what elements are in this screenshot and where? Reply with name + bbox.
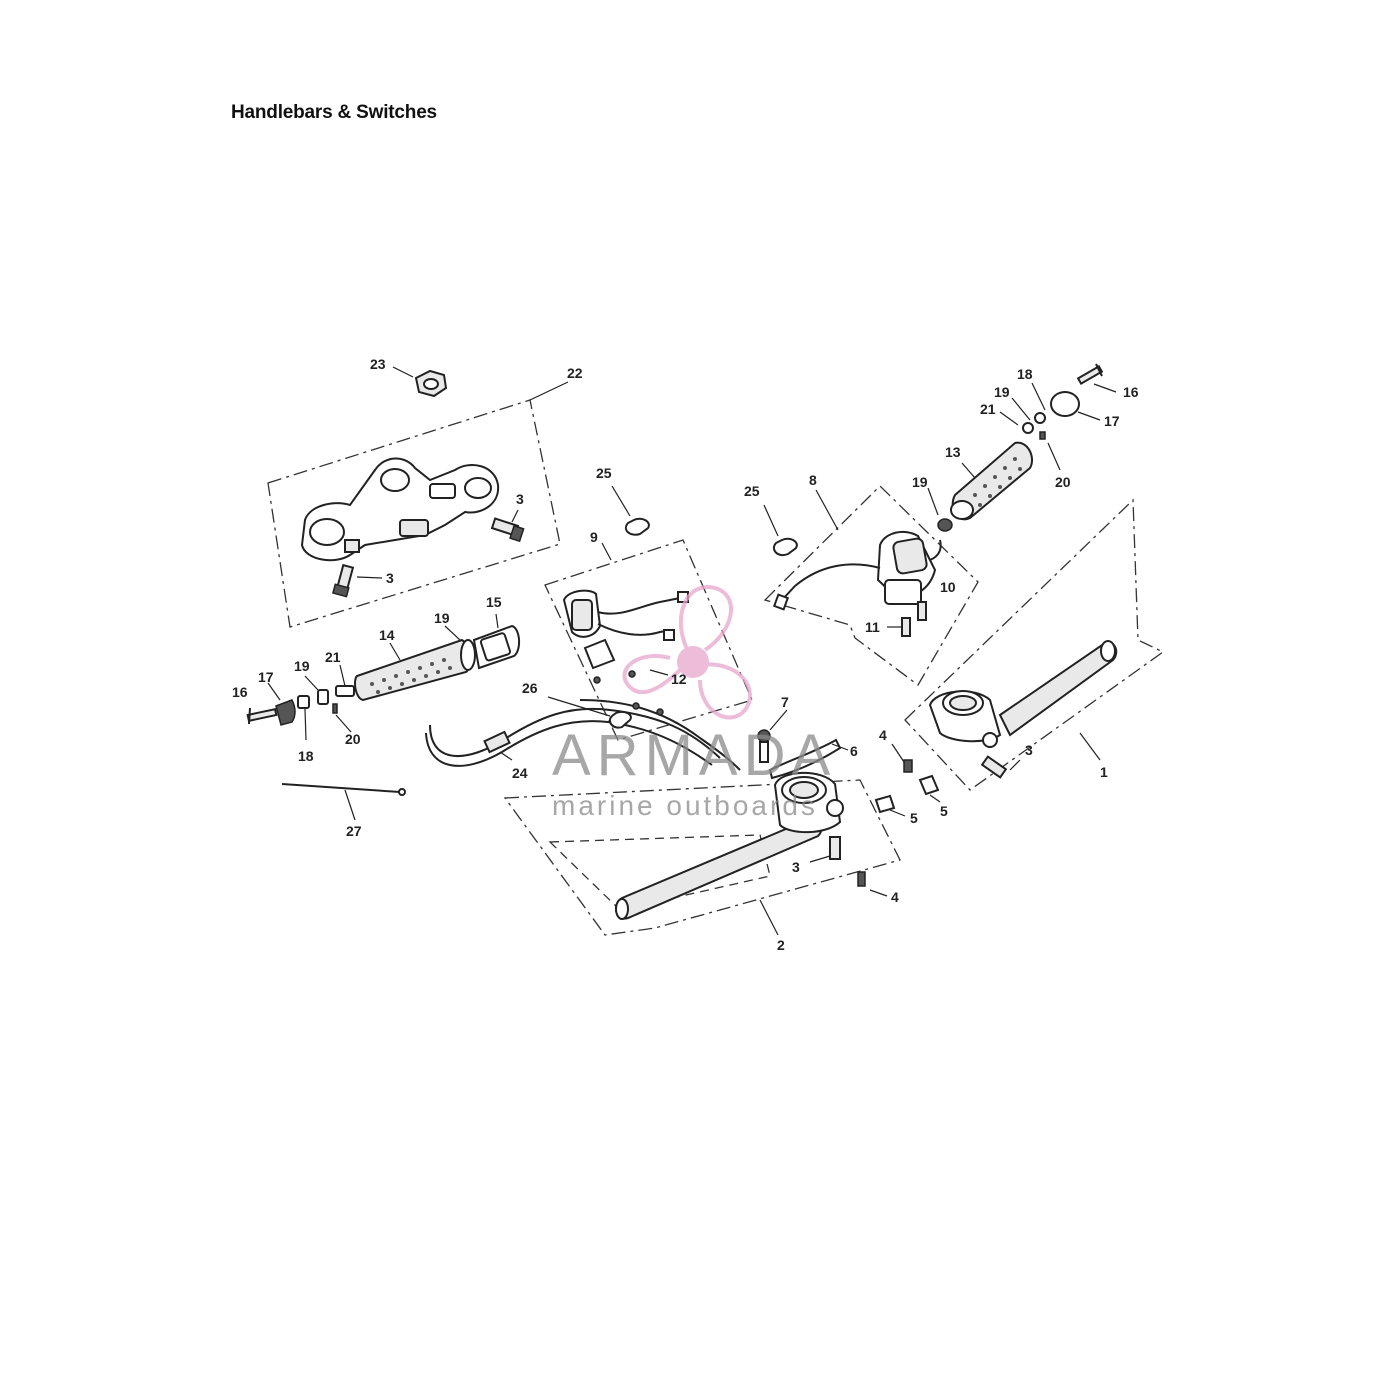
callout-27: 27 bbox=[346, 823, 362, 839]
throttle-cables bbox=[425, 696, 741, 771]
right-switch-housing bbox=[763, 485, 979, 686]
bolt-yoke-left bbox=[332, 563, 383, 598]
callout-20: 20 bbox=[1055, 474, 1071, 490]
callout-25: 25 bbox=[744, 483, 760, 499]
callout-3: 3 bbox=[792, 859, 800, 875]
callout-labels: 1 2 3 3 3 3 4 4 5 5 6 7 8 9 10 11 12 13 … bbox=[232, 356, 1139, 953]
logo-blade-2 bbox=[698, 662, 752, 720]
callout-26: 26 bbox=[522, 680, 538, 696]
callout-23: 23 bbox=[370, 356, 386, 372]
callout-19: 19 bbox=[294, 658, 310, 674]
callout-19: 19 bbox=[994, 384, 1010, 400]
logo-hub bbox=[677, 646, 709, 678]
callout-9: 9 bbox=[590, 529, 598, 545]
callout-19: 19 bbox=[434, 610, 450, 626]
logo-blade-3 bbox=[622, 654, 684, 695]
callout-5: 5 bbox=[940, 803, 948, 819]
cable-tie bbox=[281, 783, 406, 821]
callout-12: 12 bbox=[671, 671, 687, 687]
left-bar-end-parts bbox=[246, 664, 355, 741]
right-small-screw-4 bbox=[891, 743, 913, 773]
callout-15: 15 bbox=[486, 594, 502, 610]
bolt-yoke-right bbox=[490, 509, 525, 543]
callout-14: 14 bbox=[379, 627, 395, 643]
callout-21: 21 bbox=[980, 401, 996, 417]
callout-3: 3 bbox=[386, 570, 394, 586]
callout-13: 13 bbox=[945, 444, 961, 460]
page-title: Handlebars & Switches bbox=[231, 102, 437, 123]
callout-20: 20 bbox=[345, 731, 361, 747]
callout-5: 5 bbox=[910, 810, 918, 826]
left-grip-assembly bbox=[354, 613, 520, 702]
callout-6: 6 bbox=[850, 743, 858, 759]
left-switch-housing bbox=[544, 539, 753, 741]
watermark-brand: ARMADA bbox=[552, 723, 836, 788]
callout-3: 3 bbox=[516, 491, 524, 507]
left-clip-on-handlebar bbox=[503, 771, 901, 936]
collars-5 bbox=[874, 774, 941, 817]
callout-18: 18 bbox=[1017, 366, 1033, 382]
callout-25: 25 bbox=[596, 465, 612, 481]
top-yoke-assembly bbox=[267, 381, 569, 628]
callout-22: 22 bbox=[567, 365, 583, 381]
callout-2: 2 bbox=[777, 937, 785, 953]
steering-nut bbox=[392, 366, 448, 398]
callout-17: 17 bbox=[258, 669, 274, 685]
clutch-lever-and-pivot bbox=[757, 709, 849, 780]
callout-11: 11 bbox=[865, 619, 880, 635]
watermark-tagline: marine outboards bbox=[552, 790, 818, 821]
watermark: ARMADA marine outboards bbox=[552, 584, 836, 821]
callout-21: 21 bbox=[325, 649, 341, 665]
callout-16: 16 bbox=[1123, 384, 1139, 400]
callout-8: 8 bbox=[809, 472, 817, 488]
callout-7: 7 bbox=[781, 694, 789, 710]
callout-4: 4 bbox=[879, 727, 887, 743]
right-grip bbox=[927, 441, 1034, 532]
callout-16: 16 bbox=[232, 684, 248, 700]
propeller-logo bbox=[622, 584, 752, 720]
callout-18: 18 bbox=[298, 748, 314, 764]
callout-19: 19 bbox=[912, 474, 928, 490]
logo-blade-1 bbox=[679, 584, 733, 656]
cable-clip-right bbox=[763, 504, 798, 556]
cable-clip-left bbox=[611, 485, 650, 536]
right-clip-on-handlebar bbox=[904, 498, 1165, 791]
callout-17: 17 bbox=[1104, 413, 1120, 429]
right-bar-end-parts bbox=[999, 363, 1117, 471]
callout-10: 10 bbox=[940, 579, 956, 595]
callout-1: 1 bbox=[1100, 764, 1108, 780]
callout-4: 4 bbox=[891, 889, 899, 905]
callout-3: 3 bbox=[1025, 742, 1033, 758]
callout-24: 24 bbox=[512, 765, 528, 781]
